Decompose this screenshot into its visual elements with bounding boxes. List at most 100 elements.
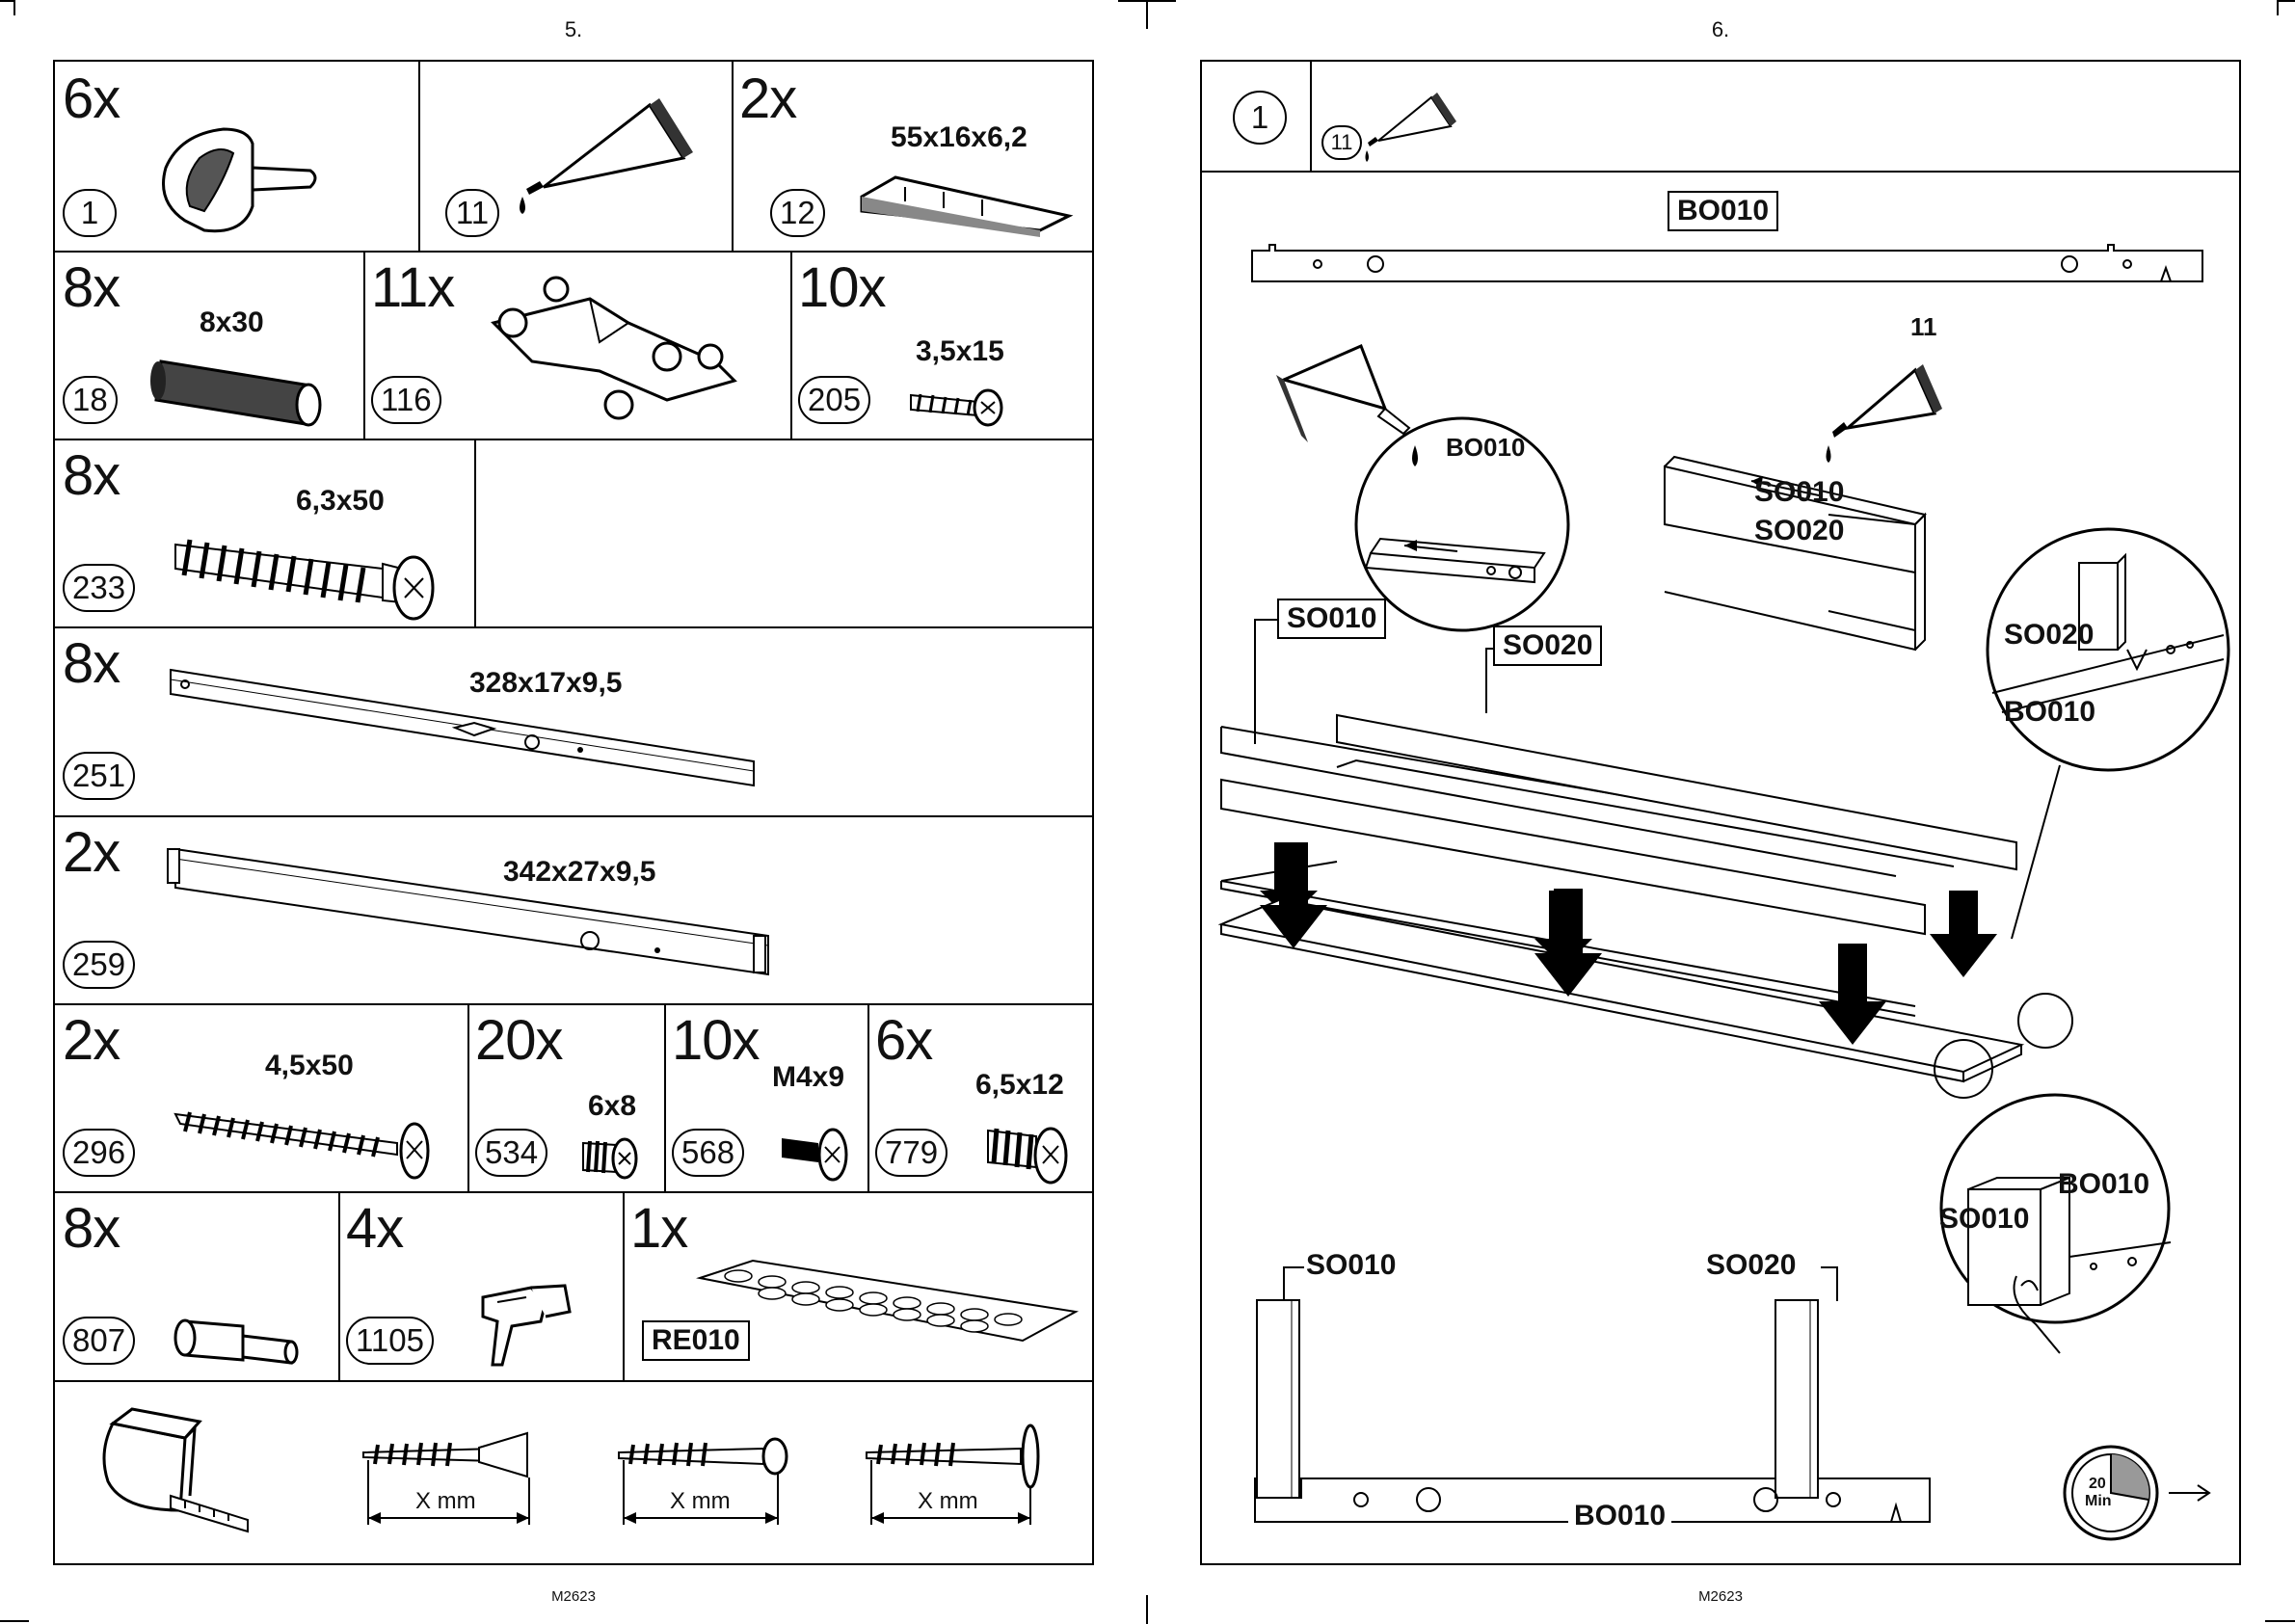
crop-mark bbox=[1146, 1595, 1148, 1624]
part-cell-18: 8x 18 8x30 bbox=[55, 251, 363, 439]
part-cell-re010: 1x RE010 bbox=[623, 1191, 1092, 1380]
part-cell-1105: 4x 1105 bbox=[338, 1191, 623, 1380]
step-number: 1 bbox=[1233, 91, 1287, 145]
parts-list-frame: 6x 1 11 2x 12 55x16x6,2 8x 18 8x bbox=[53, 60, 1094, 1565]
part-quantity: 8x bbox=[63, 256, 120, 319]
bottom-panel-drawing bbox=[1250, 245, 2204, 288]
shelf-pin-icon bbox=[171, 1307, 315, 1374]
part-quantity: 20x bbox=[475, 1009, 564, 1072]
connector-screw-icon bbox=[171, 525, 460, 622]
glue-zoom-detail bbox=[1276, 332, 1583, 650]
part-quantity: 8x bbox=[63, 1197, 120, 1260]
part-number: 1 bbox=[63, 189, 117, 237]
part-dimension: 3,5x15 bbox=[916, 335, 1004, 367]
screw-measure-icon bbox=[363, 1433, 556, 1530]
final-label-so020: SO020 bbox=[1706, 1249, 1797, 1281]
part-number: 11 bbox=[445, 189, 499, 237]
footer-code-right: M2623 bbox=[1698, 1588, 1743, 1605]
clock-timer-icon bbox=[2063, 1440, 2236, 1546]
part-cell-233: 8x 233 6,3x50 bbox=[55, 439, 474, 626]
part-dimension: M4x9 bbox=[772, 1061, 845, 1093]
shelf-assembly-drawing bbox=[1221, 601, 2243, 1083]
part-number: 296 bbox=[63, 1129, 136, 1177]
screw-measure-icon bbox=[867, 1424, 1059, 1530]
strip-glue-drawing bbox=[1655, 364, 1942, 659]
final-label-bo010: BO010 bbox=[1568, 1500, 1672, 1532]
joint-detail-bottom bbox=[1930, 1093, 2180, 1363]
part-cell-779: 6x 779 6,5x12 bbox=[867, 1003, 1092, 1191]
part-number: 251 bbox=[63, 752, 136, 800]
crop-mark bbox=[2277, 0, 2279, 15]
joint-detail-top bbox=[1983, 524, 2233, 804]
crop-mark bbox=[2279, 0, 2295, 2]
part-quantity: 1x bbox=[630, 1197, 688, 1260]
shelf-support-icon bbox=[473, 1278, 599, 1374]
bolt-icon bbox=[782, 1124, 857, 1182]
part-label-so010: SO010 bbox=[1277, 599, 1387, 639]
detail-label-so010: SO010 bbox=[1939, 1203, 2030, 1235]
timer-value: 20 bbox=[2089, 1476, 2106, 1492]
euro-screw-icon bbox=[578, 1133, 646, 1182]
part-dimension: 55x16x6,2 bbox=[891, 121, 1027, 153]
glue-tube-icon bbox=[520, 98, 693, 214]
part-number: 259 bbox=[63, 941, 136, 989]
glue-tube-icon bbox=[1365, 93, 1456, 162]
measure-label: X mm bbox=[670, 1488, 731, 1514]
part-label-so020: SO020 bbox=[1493, 626, 1603, 666]
footer-code-left: M2623 bbox=[551, 1588, 596, 1605]
part-cell-1: 6x 1 bbox=[55, 62, 418, 251]
strip-label: SO010 bbox=[1754, 476, 1845, 508]
measurement-row: X mm X mm X mm bbox=[55, 1380, 1092, 1565]
part-number: 205 bbox=[798, 376, 871, 424]
detail-label-bo010: BO010 bbox=[2004, 696, 2096, 728]
long-screw-icon bbox=[175, 1095, 455, 1182]
part-quantity: 4x bbox=[346, 1197, 404, 1260]
cam-lock-icon bbox=[147, 115, 378, 240]
part-cell-251: 8x 251 328x17x9,5 bbox=[55, 626, 1092, 815]
part-cell-296: 2x 296 4,5x50 bbox=[55, 1003, 467, 1191]
part-quantity: 2x bbox=[739, 67, 797, 130]
part-quantity: 2x bbox=[63, 821, 120, 884]
part-cell-534: 20x 534 6x8 bbox=[467, 1003, 664, 1191]
euro-screw-icon bbox=[983, 1119, 1080, 1186]
part-cell-205: 10x 205 3,5x15 bbox=[790, 251, 1092, 439]
part-quantity: 10x bbox=[798, 256, 887, 319]
assembly-step-frame: 1 11 BO010 BO010 11 bbox=[1200, 60, 2241, 1565]
part-cell-568: 10x 568 M4x9 bbox=[664, 1003, 867, 1191]
timer-unit: Min bbox=[2085, 1493, 2112, 1509]
measure-label: X mm bbox=[918, 1488, 978, 1514]
part-quantity: 8x bbox=[63, 444, 120, 507]
measure-label: X mm bbox=[415, 1488, 476, 1514]
part-dimension: 8x30 bbox=[200, 306, 264, 338]
glue-tube-reference: 11 bbox=[1910, 312, 1937, 341]
glue-reference: 11 bbox=[1321, 125, 1362, 160]
glue-zoom-label: BO010 bbox=[1446, 433, 1526, 462]
part-dimension: 4,5x50 bbox=[265, 1050, 354, 1081]
page-number-right: 6. bbox=[1711, 17, 1730, 41]
drawer-runner-icon bbox=[166, 665, 763, 800]
part-number: 116 bbox=[371, 376, 441, 424]
part-dimension: 328x17x9,5 bbox=[469, 667, 623, 699]
part-cell-116: 11x 116 bbox=[363, 251, 790, 439]
part-number: 233 bbox=[63, 564, 136, 612]
top-panel-label: BO010 bbox=[1668, 191, 1779, 231]
part-number: 779 bbox=[875, 1129, 948, 1177]
crop-mark bbox=[0, 0, 13, 2]
crop-mark bbox=[2265, 1620, 2295, 1622]
part-number: 534 bbox=[475, 1129, 548, 1177]
crop-mark bbox=[1146, 0, 1148, 29]
part-code-label: RE010 bbox=[642, 1320, 750, 1361]
measuring-tape-icon bbox=[93, 1404, 267, 1549]
final-label-so010: SO010 bbox=[1306, 1249, 1397, 1281]
wooden-dowel-icon bbox=[150, 352, 339, 429]
small-screw-icon bbox=[906, 381, 1012, 429]
crop-mark bbox=[13, 0, 15, 15]
part-quantity: 2x bbox=[63, 1009, 120, 1072]
part-number: 1105 bbox=[346, 1317, 434, 1365]
part-number: 18 bbox=[63, 376, 118, 424]
strip-label: SO020 bbox=[1754, 515, 1845, 546]
part-cell-12: 2x 12 55x16x6,2 bbox=[732, 62, 1094, 251]
bumper-pads-icon bbox=[695, 1259, 1081, 1355]
part-quantity: 6x bbox=[63, 67, 120, 130]
part-dimension: 6,5x12 bbox=[975, 1069, 1064, 1101]
